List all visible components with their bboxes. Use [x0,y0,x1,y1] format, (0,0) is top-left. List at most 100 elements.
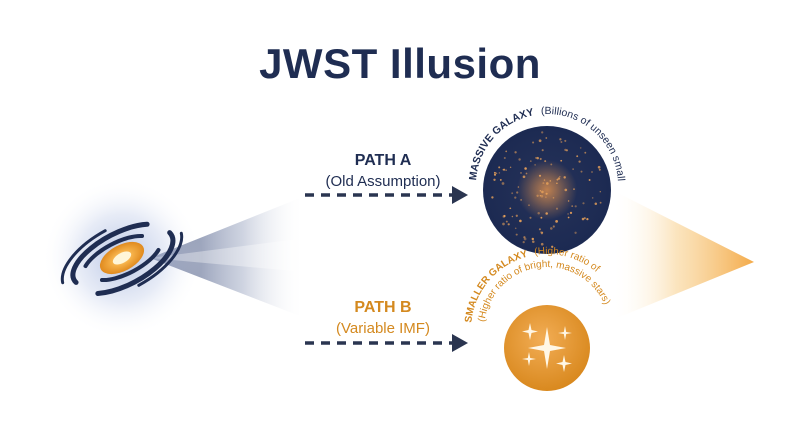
unseen-star [493,173,497,176]
unseen-star [591,171,593,173]
unseen-star [559,138,562,141]
unseen-star [537,212,540,215]
unseen-star [560,159,563,162]
unseen-star [556,182,558,184]
unseen-star [598,168,601,171]
unseen-star [594,202,598,206]
unseen-star [523,236,526,239]
unseen-star [599,190,602,193]
path-b-name: PATH B [354,299,412,316]
unseen-star [529,216,532,219]
unseen-star [511,215,514,218]
unseen-star [541,131,544,134]
unseen-star [503,168,506,171]
unseen-star [564,188,568,192]
unseen-star [501,182,505,185]
unseen-star [522,175,526,179]
unseen-star [567,216,570,219]
unseen-star [557,177,561,180]
unseen-star [563,176,566,179]
unseen-star [493,171,496,174]
unseen-star [541,190,544,194]
unseen-star [552,225,555,228]
unseen-star [515,214,518,217]
unseen-star [540,216,543,219]
unseen-star [539,189,542,192]
unseen-star [544,160,547,163]
unseen-star [539,157,542,161]
unseen-star [541,149,544,152]
unseen-star [573,188,575,190]
unseen-star [493,178,496,181]
unseen-star [545,192,548,195]
unseen-star [524,167,527,170]
unseen-star [567,213,569,215]
unseen-star [520,171,522,174]
path-a-arrow [305,186,468,204]
unseen-star [576,155,579,158]
unseen-star [583,217,586,220]
unseen-star [517,186,520,188]
observed-beam [612,190,754,320]
unseen-star [531,237,535,241]
unseen-star [556,178,559,181]
unseen-star [523,237,527,241]
unseen-star [538,228,541,231]
unseen-star [542,182,545,185]
unseen-star [551,245,554,248]
unseen-star [597,165,601,169]
unseen-star [555,220,558,223]
unseen-star [549,180,552,182]
path-a-label: PATH A (Old Assumption) [283,152,483,190]
path-a-name: PATH A [354,152,412,169]
unseen-star [559,175,561,178]
unseen-star [545,182,549,185]
unseen-star [588,179,591,181]
unseen-star [540,242,544,246]
unseen-star [599,201,602,204]
unseen-star [569,211,573,215]
unseen-star [514,151,517,154]
unseen-star [499,178,502,181]
unseen-star [545,196,547,198]
unseen-star [536,194,539,197]
unseen-star [584,151,587,154]
unseen-star [579,147,582,149]
unseen-star [503,156,506,160]
unseen-star [528,204,530,206]
unseen-star [522,240,525,244]
path-b-label: PATH B (Variable IMF) [283,299,483,337]
unseen-star [580,170,583,173]
unseen-star [498,166,501,169]
unseen-star [545,212,548,215]
unseen-star [509,166,512,169]
source-beam [150,196,305,318]
unseen-star [536,156,539,160]
path-b-arrow [305,334,468,352]
unseen-star [520,199,522,201]
unseen-star [514,196,517,199]
unseen-star [552,197,555,199]
unseen-star [564,148,567,152]
unseen-star [540,194,544,198]
unseen-star [529,160,532,162]
unseen-star [574,231,577,234]
unseen-star [495,172,498,175]
unseen-star [525,172,528,175]
unseen-star [505,150,508,153]
unseen-star [574,205,577,208]
unseen-star [519,219,522,223]
unseen-star [578,160,581,163]
unseen-star [581,217,585,221]
unseen-star [516,191,519,194]
source-beam-highlight [150,238,305,272]
unseen-star [514,227,517,230]
unseen-star [545,137,548,139]
unseen-star [555,207,559,210]
unseen-star [560,141,563,143]
unseen-star [509,207,512,210]
unseen-star [539,194,542,197]
unseen-star [591,197,594,199]
unseen-star [538,174,542,177]
